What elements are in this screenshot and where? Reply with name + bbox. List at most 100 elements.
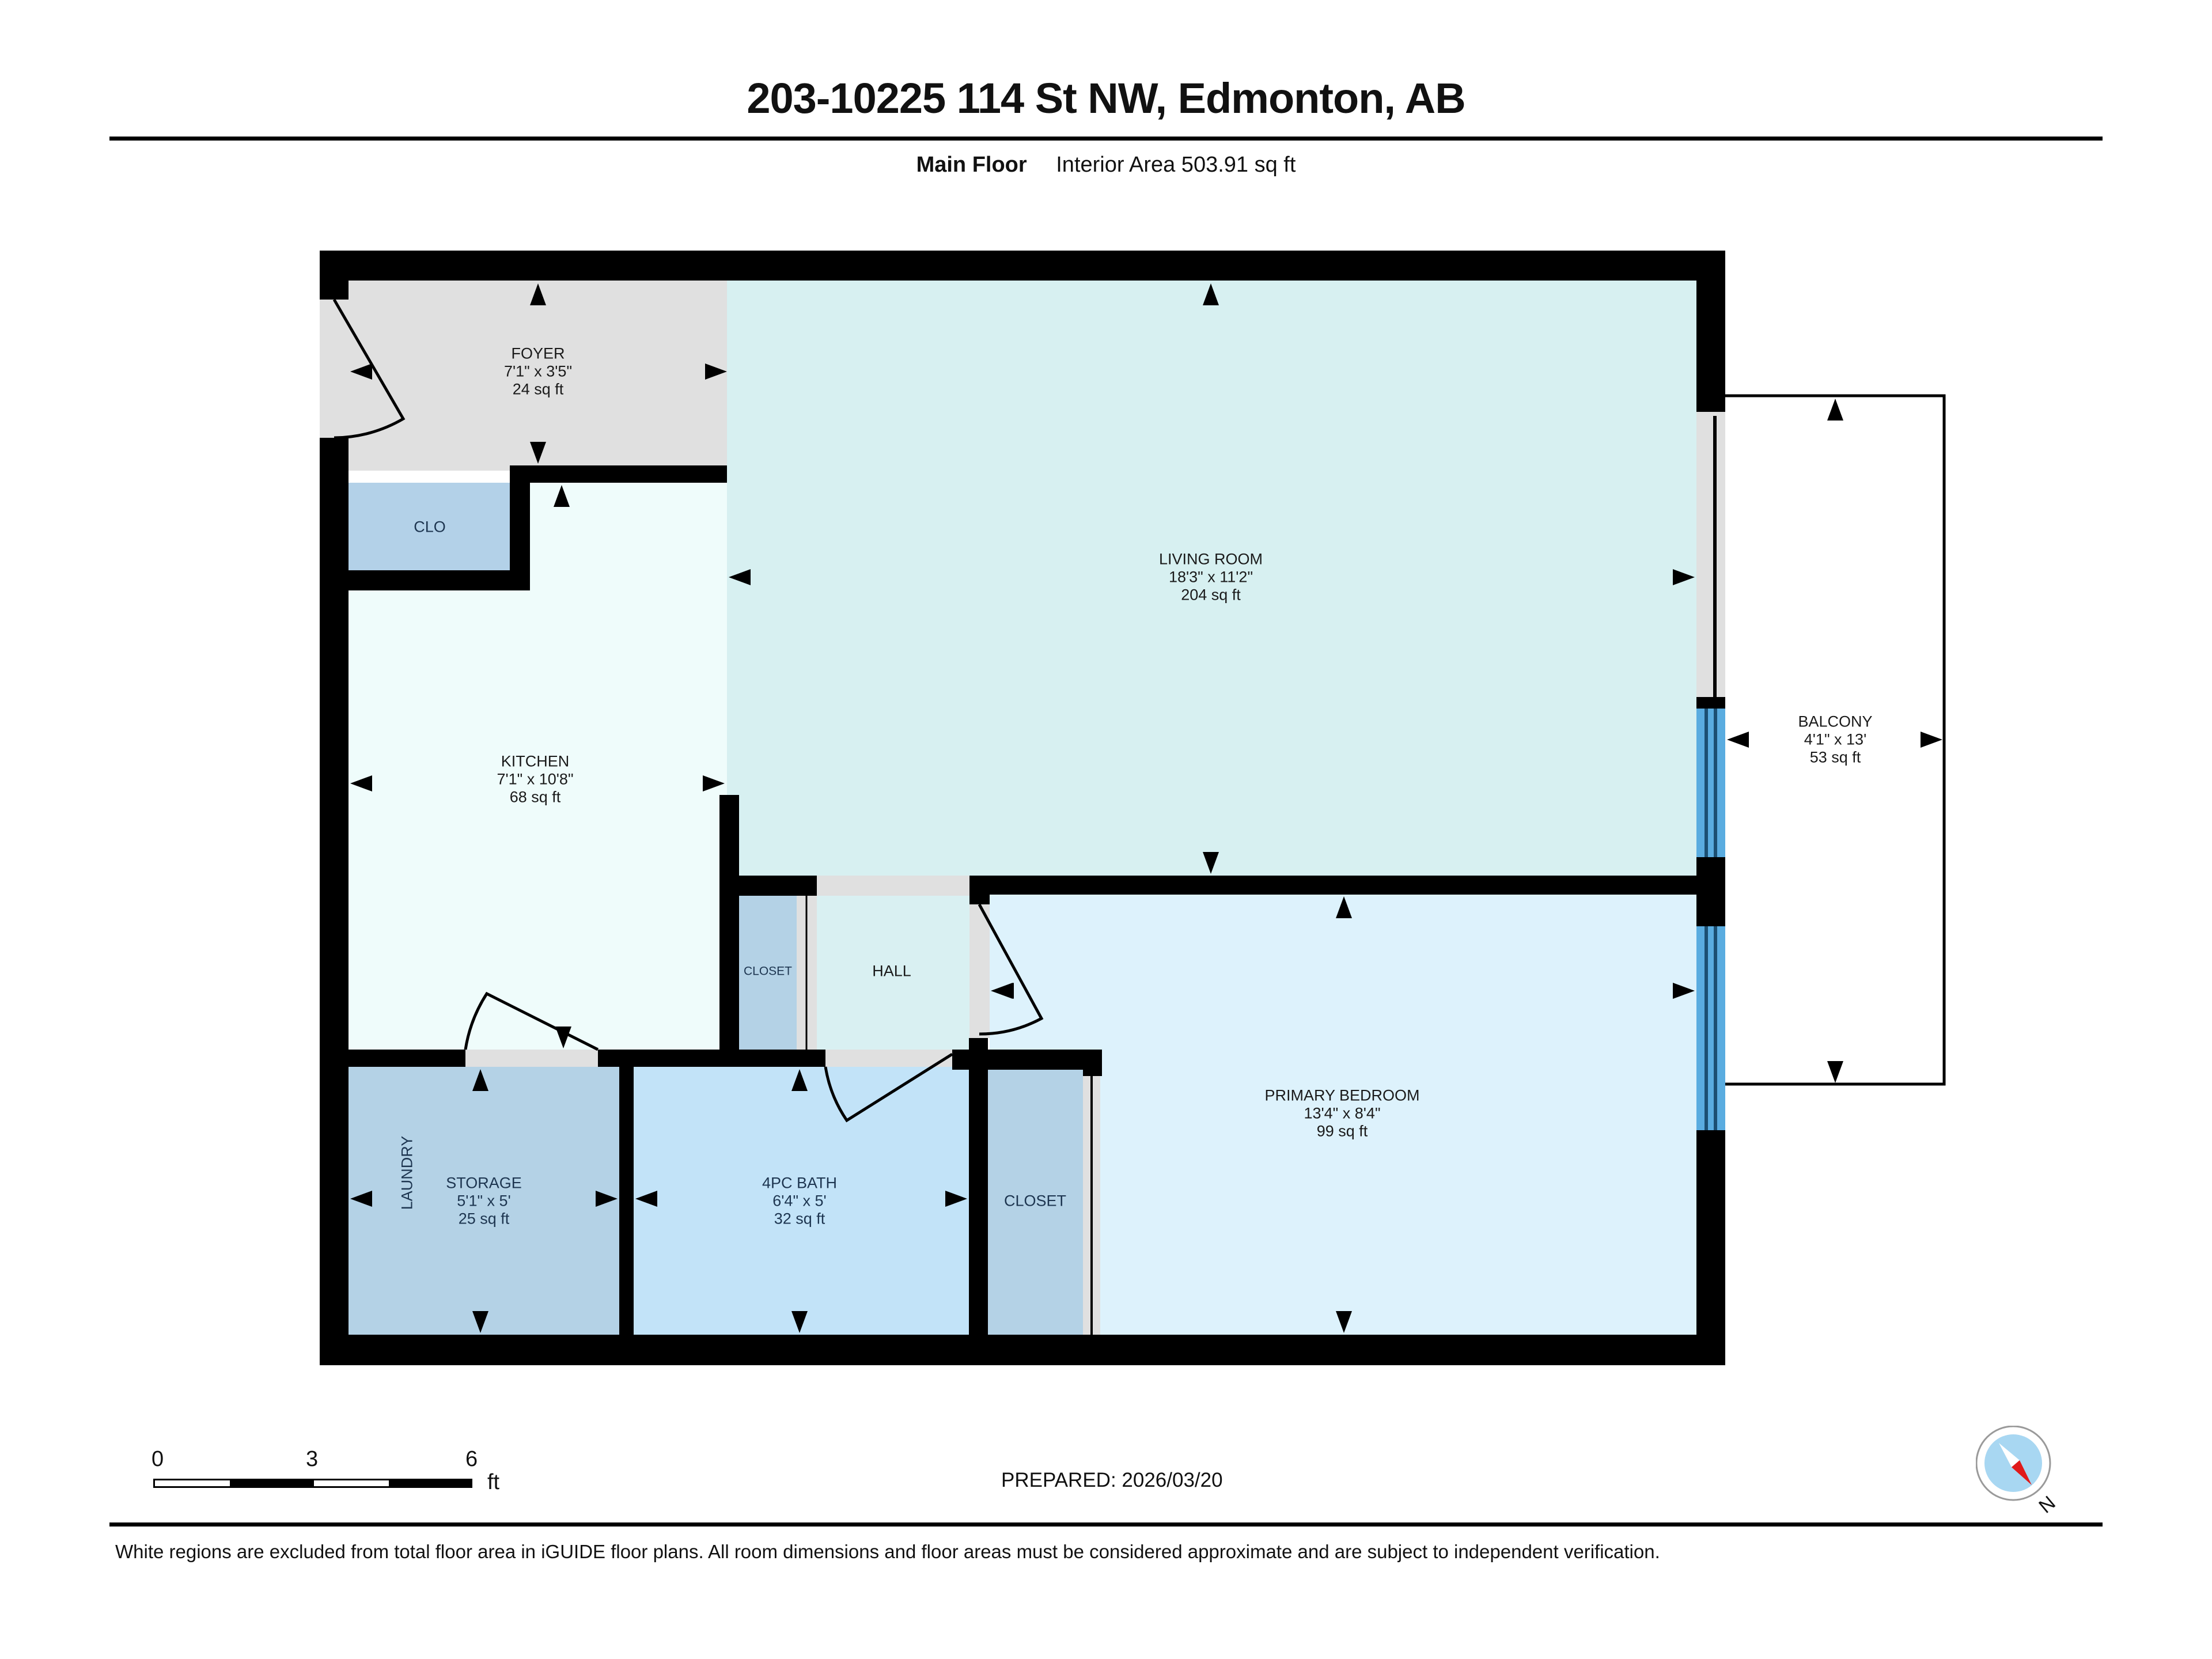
arrow-icon [945,1191,967,1207]
storage-door-swing [464,991,599,1051]
wall-hall-right-top [969,876,990,904]
bath-door-swing [824,1052,953,1123]
arrow-icon [530,283,546,305]
arrow-icon [1336,1311,1352,1333]
wall-living-bedroom [969,876,1696,895]
front-door-gap [320,300,349,438]
room-bedroom-closet-fill [988,1070,1083,1335]
window-bedroom [1696,926,1725,1130]
wall-right-top [1696,251,1725,412]
label-bath: 4PC BATH 6'4" x 5' 32 sq ft [762,1175,837,1228]
room-dimensions: 4'1" x 13' [1804,730,1867,748]
room-dimensions: 7'1" x 10'8" [497,770,574,788]
scale-tick-0: 0 [151,1447,164,1471]
room-dimensions: 7'1" x 3'5" [503,362,573,380]
label-laundry: LAUNDRY [399,1136,416,1210]
room-name: CLO [414,518,446,536]
room-name: PRIMARY BEDROOM [1264,1086,1420,1104]
balcony-outline [1725,394,1946,1086]
wall-bath-closet [969,1038,988,1335]
wall-kitchen-bottom-left [349,1050,465,1067]
room-foyer[interactable] [320,281,727,471]
room-hall-closet[interactable] [739,896,797,1050]
room-name: HALL [872,962,911,980]
room-dimensions: 6'4" x 5' [772,1192,827,1210]
arrow-icon [472,1311,488,1333]
wall-top [320,251,1725,281]
arrow-icon [1336,896,1352,918]
window-living [1696,709,1725,857]
hall-right-gap [969,904,990,1038]
property-address-title: 203-10225 114 St NW, Edmonton, AB [747,74,1465,122]
arrow-icon [555,1027,571,1048]
bath-door-gap [825,1050,952,1067]
compass-icon [1975,1425,2051,1501]
room-bedroom[interactable] [990,895,1696,1335]
header-divider [109,137,2103,141]
arrow-icon [596,1191,618,1207]
wall-bedroom-closet-right [1083,1050,1102,1076]
room-name: KITCHEN [501,752,570,770]
front-door-swing [332,298,406,440]
compass: N [1975,1425,2060,1518]
room-area: 99 sq ft [1316,1122,1368,1140]
wall-kitchen-bottom-mid [598,1050,825,1067]
label-hall: HALL [872,963,911,980]
arrow-icon [1673,569,1695,585]
scale-segment [391,1479,472,1488]
room-sublabel: LAUNDRY [398,1135,416,1210]
arrow-icon [791,1069,808,1091]
room-area: 25 sq ft [458,1210,510,1228]
room-area: 32 sq ft [774,1210,825,1228]
wall-foyer-kitchen [510,465,727,483]
room-name: CLOSET [743,964,793,978]
room-area: 24 sq ft [512,380,564,398]
arrow-icon [1921,732,1942,748]
arrow-icon [350,363,372,380]
wall-right-mid [1696,697,1725,709]
label-hall-closet: CLOSET [744,963,792,980]
scale-segment [153,1479,232,1488]
room-name: CLOSET [1003,1192,1067,1210]
wall-hall-top-left [719,876,817,896]
label-clo: CLO [414,518,446,536]
wall-left-upper [320,251,349,300]
label-living: LIVING ROOM 18'3" x 11'2" 204 sq ft [1159,551,1263,604]
arrow-icon [1203,852,1219,874]
storage-door-gap [465,1050,598,1067]
room-name: BALCONY [1798,713,1873,730]
wall-left-lower [320,438,349,1365]
wall-clo-bottom [349,570,530,590]
wall-right-pillar [1696,857,1725,926]
room-area: 204 sq ft [1181,586,1241,604]
wall-right-bottom [1696,1130,1725,1365]
room-living[interactable] [727,281,1696,876]
floor-label: Main Floor [916,153,1027,177]
arrow-icon [350,775,372,791]
living-balcony-door-gap [1696,412,1725,697]
room-bath[interactable] [634,1067,969,1335]
room-storage[interactable] [349,1067,619,1335]
arrow-icon [1827,399,1843,421]
room-clo-fill [349,483,510,570]
wall-storage-bath [619,1067,634,1335]
arrow-icon [703,775,725,791]
bedroom-door-swing [978,903,1044,1036]
floor-summary: Main Floor Interior Area 503.91 sq ft [0,153,2212,177]
label-balcony: BALCONY 4'1" x 13' 53 sq ft [1798,713,1872,767]
footer-divider [109,1522,2103,1527]
wall-kitchen-right [719,795,739,1067]
room-dimensions: 13'4" x 8'4" [1304,1104,1381,1122]
arrow-icon [350,1191,372,1207]
wall-clo-right [510,465,530,590]
arrow-icon [554,485,570,507]
room-name: LIVING ROOM [1158,550,1263,568]
arrow-icon [1673,983,1695,999]
arrow-icon [729,569,751,585]
label-kitchen: KITCHEN 7'1" x 10'8" 68 sq ft [497,753,573,806]
arrow-icon [1203,283,1219,305]
label-bedroom: PRIMARY BEDROOM 13'4" x 8'4" 99 sq ft [1264,1087,1419,1141]
room-hall[interactable] [817,896,969,1050]
disclaimer-note: White regions are excluded from total fl… [115,1541,1660,1562]
